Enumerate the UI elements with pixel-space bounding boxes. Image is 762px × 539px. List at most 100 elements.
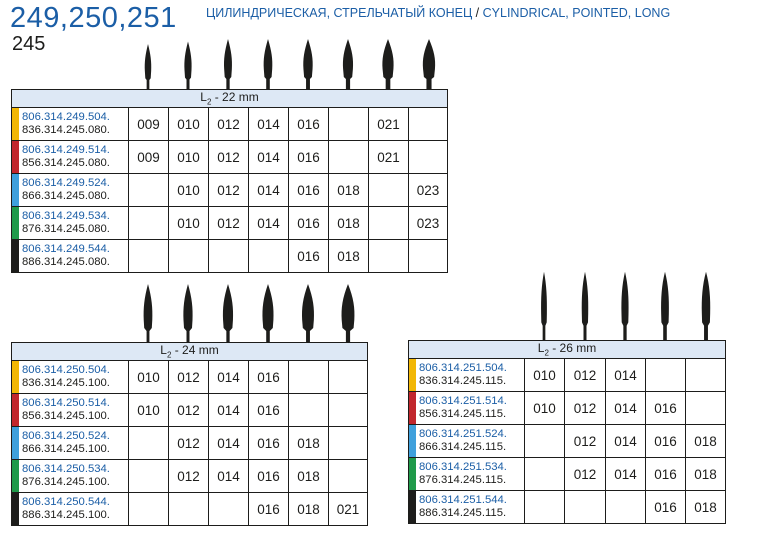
size-cell — [645, 358, 686, 392]
length-subscript: 2 — [166, 350, 172, 360]
product-code-cell: 806.314.250.544.886.314.245.100. — [11, 492, 129, 526]
size-cell: 010 — [168, 173, 209, 207]
bur-icon — [303, 39, 313, 89]
length-label: L — [160, 343, 167, 358]
product-code-secondary: 836.314.245.100. — [22, 377, 110, 389]
product-code-cell: 806.314.251.514.856.314.245.115. — [408, 391, 525, 425]
color-band — [12, 174, 19, 206]
size-cell — [128, 239, 169, 273]
size-cell: 010 — [168, 107, 209, 141]
product-code-secondary: 876.314.245.100. — [22, 476, 110, 488]
size-cell — [288, 360, 329, 394]
product-code-primary: 806.314.250.514. — [22, 396, 110, 409]
product-code-primary: 806.314.249.504. — [22, 110, 110, 123]
color-band — [12, 427, 19, 459]
color-band — [12, 207, 19, 239]
size-cell: 016 — [248, 360, 289, 394]
product-code-cell: 806.314.251.524.866.314.245.115. — [408, 424, 525, 458]
bur-icon — [222, 284, 234, 342]
color-band — [12, 108, 19, 140]
size-cell: 014 — [208, 360, 249, 394]
bur-icon — [263, 39, 273, 89]
size-cell: 018 — [685, 490, 726, 524]
product-code-primary: 806.314.251.534. — [419, 460, 507, 473]
size-cell — [328, 393, 368, 427]
product-code-primary: 806.314.251.514. — [419, 394, 507, 407]
size-cell: 014 — [208, 459, 249, 493]
description: ЦИЛИНДРИЧЕСКАЯ, СТРЕЛЬЧАТЫЙ КОНЕЦ / CYLI… — [206, 6, 670, 20]
product-code-cell: 806.314.251.534.876.314.245.115. — [408, 457, 525, 491]
color-band — [12, 361, 19, 393]
length-value: - 22 mm — [211, 90, 259, 105]
size-cell — [685, 391, 726, 425]
bur-icon — [262, 284, 274, 342]
product-code-primary: 806.314.249.514. — [22, 143, 110, 156]
product-code-secondary: 866.314.245.080. — [22, 190, 110, 202]
length-label: L — [200, 90, 207, 105]
size-cell: 012 — [208, 173, 249, 207]
bur-icon — [143, 284, 153, 342]
size-cell: 016 — [645, 457, 686, 491]
size-cell: 016 — [645, 490, 686, 524]
size-cell: 021 — [368, 140, 409, 174]
size-cell: 012 — [564, 424, 606, 458]
product-code-cell: 806.314.249.524.866.314.245.080. — [11, 173, 129, 207]
size-cell: 014 — [208, 426, 249, 460]
size-cell — [368, 239, 409, 273]
product-code-primary: 806.314.249.524. — [22, 176, 110, 189]
size-cell: 014 — [248, 140, 289, 174]
size-cell: 012 — [168, 393, 209, 427]
product-code-secondary: 866.314.245.100. — [22, 443, 110, 455]
size-cell: 018 — [288, 426, 329, 460]
color-band — [409, 425, 416, 457]
size-cell — [328, 360, 368, 394]
product-code-cell: 806.314.249.544.886.314.245.080. — [11, 239, 129, 273]
size-cell — [408, 140, 448, 174]
size-cell: 016 — [288, 239, 329, 273]
bur-icon — [581, 271, 589, 340]
size-cell: 012 — [564, 358, 606, 392]
size-cell — [564, 490, 606, 524]
size-cell: 016 — [248, 459, 289, 493]
size-cell: 018 — [328, 173, 369, 207]
description-en: CYLINDRICAL, POINTED, LONG — [482, 6, 671, 20]
size-cell: 010 — [524, 358, 565, 392]
bur-icon — [224, 39, 232, 89]
length-header: L2 - 26 mm — [408, 340, 726, 359]
product-code-cell: 806.314.250.524.866.314.245.100. — [11, 426, 129, 460]
color-band — [409, 458, 416, 490]
size-cell: 023 — [408, 206, 448, 240]
bur-icon — [144, 44, 152, 89]
size-cell — [368, 206, 409, 240]
product-code-secondary: 886.314.245.115. — [419, 507, 507, 519]
size-cell: 014 — [605, 391, 646, 425]
length-value: - 26 mm — [548, 341, 597, 356]
size-cell — [288, 393, 329, 427]
description-ru: ЦИЛИНДРИЧЕСКАЯ, СТРЕЛЬЧАТЫЙ КОНЕЦ — [206, 6, 473, 20]
size-cell: 016 — [248, 393, 289, 427]
bur-icon — [541, 271, 547, 340]
size-cell: 012 — [208, 107, 249, 141]
size-cell — [128, 426, 169, 460]
size-cell: 012 — [168, 426, 209, 460]
size-cell: 014 — [248, 107, 289, 141]
size-cell: 010 — [168, 206, 209, 240]
size-cell — [408, 239, 448, 273]
size-cell: 012 — [168, 360, 209, 394]
size-cell: 018 — [685, 457, 726, 491]
size-cell: 016 — [288, 206, 329, 240]
